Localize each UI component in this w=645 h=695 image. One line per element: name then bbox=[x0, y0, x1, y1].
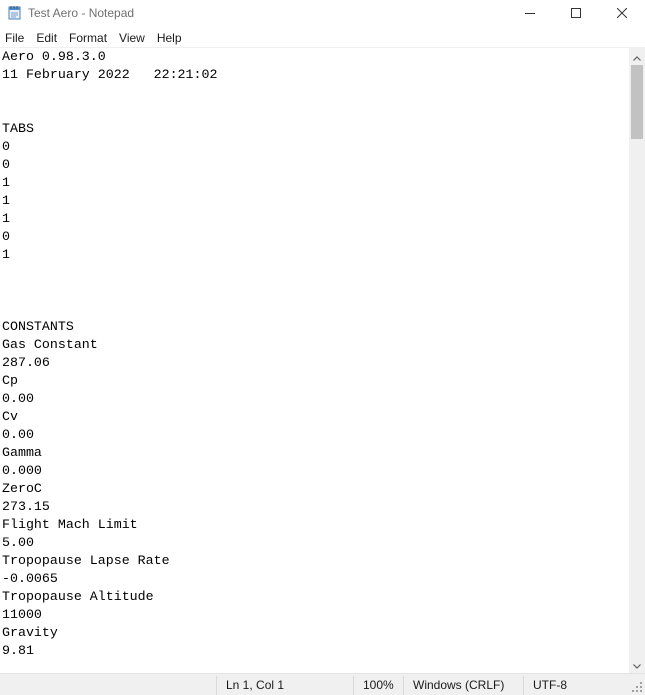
menu-format[interactable]: Format bbox=[69, 30, 108, 45]
close-button[interactable] bbox=[599, 0, 645, 27]
status-line-ending: Windows (CRLF) bbox=[413, 678, 505, 692]
document-content[interactable]: Aero 0.98.3.0 11 February 2022 22:21:02 … bbox=[2, 49, 218, 658]
minimize-button[interactable] bbox=[507, 0, 553, 27]
window-title: Test Aero - Notepad bbox=[28, 6, 135, 20]
maximize-icon bbox=[571, 5, 581, 23]
status-bar: Ln 1, Col 1 100% Windows (CRLF) UTF-8 bbox=[0, 673, 645, 695]
title-bar[interactable]: Test Aero - Notepad bbox=[0, 0, 645, 27]
status-divider bbox=[353, 676, 354, 695]
menu-view[interactable]: View bbox=[119, 30, 145, 45]
status-position: Ln 1, Col 1 bbox=[226, 678, 285, 692]
vertical-scrollbar[interactable] bbox=[629, 48, 645, 673]
resize-grip-icon[interactable] bbox=[631, 680, 643, 692]
scroll-up-button[interactable] bbox=[629, 48, 645, 65]
menu-help[interactable]: Help bbox=[156, 30, 182, 45]
status-encoding: UTF-8 bbox=[533, 678, 567, 692]
scroll-thumb[interactable] bbox=[631, 65, 643, 139]
notepad-icon bbox=[8, 5, 21, 20]
menu-file[interactable]: File bbox=[5, 30, 25, 45]
text-editor[interactable]: Aero 0.98.3.0 11 February 2022 22:21:02 … bbox=[0, 48, 629, 673]
chevron-down-icon bbox=[633, 656, 641, 674]
status-divider bbox=[216, 676, 217, 695]
maximize-button[interactable] bbox=[553, 0, 599, 27]
status-divider bbox=[523, 676, 524, 695]
menu-divider bbox=[0, 47, 645, 48]
menu-bar: File Edit Format View Help bbox=[0, 28, 645, 47]
status-zoom: 100% bbox=[363, 678, 394, 692]
status-divider bbox=[403, 676, 404, 695]
close-icon bbox=[616, 5, 628, 23]
minimize-icon bbox=[525, 5, 535, 23]
chevron-up-icon bbox=[633, 48, 641, 66]
menu-edit[interactable]: Edit bbox=[36, 30, 58, 45]
scroll-down-button[interactable] bbox=[629, 656, 645, 673]
